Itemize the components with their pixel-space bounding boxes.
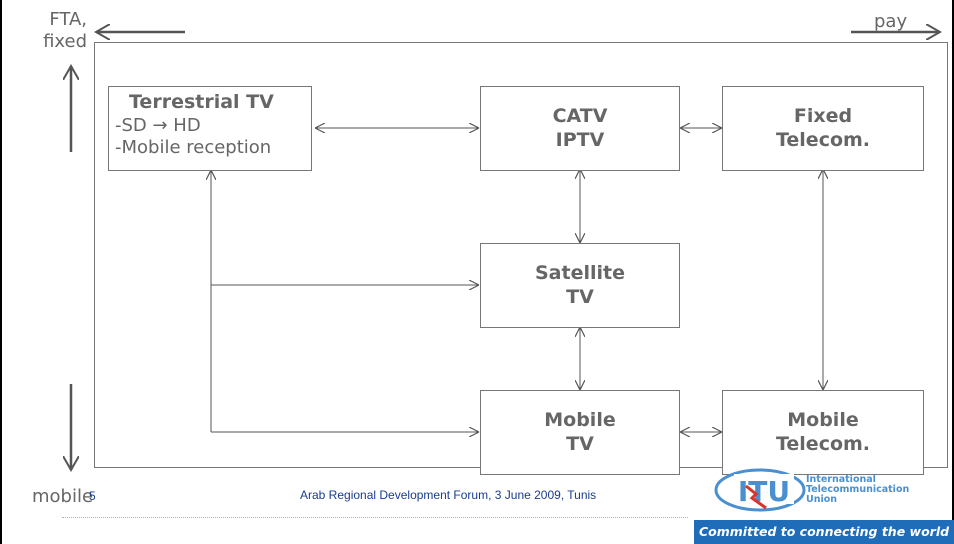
slide-left-border xyxy=(0,0,2,544)
itu-name-line-1: International xyxy=(806,474,876,485)
mobile-telecom-line-2: Telecom. xyxy=(775,432,871,455)
box-satellite-tv: Satellite TV xyxy=(480,243,680,328)
itu-tagline: Committed to connecting the world xyxy=(694,520,954,544)
catv-line-2: IPTV xyxy=(555,128,605,151)
fixed-line-1: Fixed xyxy=(793,104,853,127)
satellite-line-1: Satellite xyxy=(535,261,625,284)
label-fta: FTA, xyxy=(49,9,87,30)
box-terrestrial-tv: Terrestrial TV -SD → HD -Mobile receptio… xyxy=(108,86,312,171)
label-fta-fixed: FTA, fixed xyxy=(39,9,87,53)
slide-right-border xyxy=(952,0,954,544)
itu-name-line-2: Telecommunication xyxy=(806,484,910,495)
label-mobile: mobile xyxy=(32,486,94,507)
footer-text: Arab Regional Development Forum, 3 June … xyxy=(300,488,597,502)
itu-mark: ITU xyxy=(738,475,790,508)
box-catv-iptv: CATV IPTV xyxy=(480,86,680,171)
page-number: 5 xyxy=(89,489,96,503)
label-pay: pay xyxy=(874,11,908,32)
catv-line-1: CATV xyxy=(552,104,608,127)
terrestrial-title: Terrestrial TV xyxy=(129,91,274,113)
itu-logo: ITU xyxy=(694,468,954,544)
label-fixed: fixed xyxy=(43,31,87,52)
mobile-telecom-line-1: Mobile xyxy=(787,408,859,431)
mobile-tv-line-2: TV xyxy=(566,432,594,455)
mobile-tv-line-1: Mobile xyxy=(544,408,616,431)
itu-globe-icon: ITU xyxy=(714,468,806,512)
footer-divider xyxy=(62,517,688,518)
fixed-line-2: Telecom. xyxy=(775,128,871,151)
box-mobile-tv: Mobile TV xyxy=(480,390,680,475)
itu-name-line-3: Union xyxy=(806,494,838,505)
box-mobile-telecom: Mobile Telecom. xyxy=(722,390,924,475)
satellite-line-2: TV xyxy=(566,285,594,308)
itu-name: International Telecommunication Union xyxy=(806,475,909,505)
box-fixed-telecom: Fixed Telecom. xyxy=(722,86,924,171)
terrestrial-line-1: -SD → HD xyxy=(115,114,201,136)
terrestrial-line-2: -Mobile reception xyxy=(115,137,272,159)
